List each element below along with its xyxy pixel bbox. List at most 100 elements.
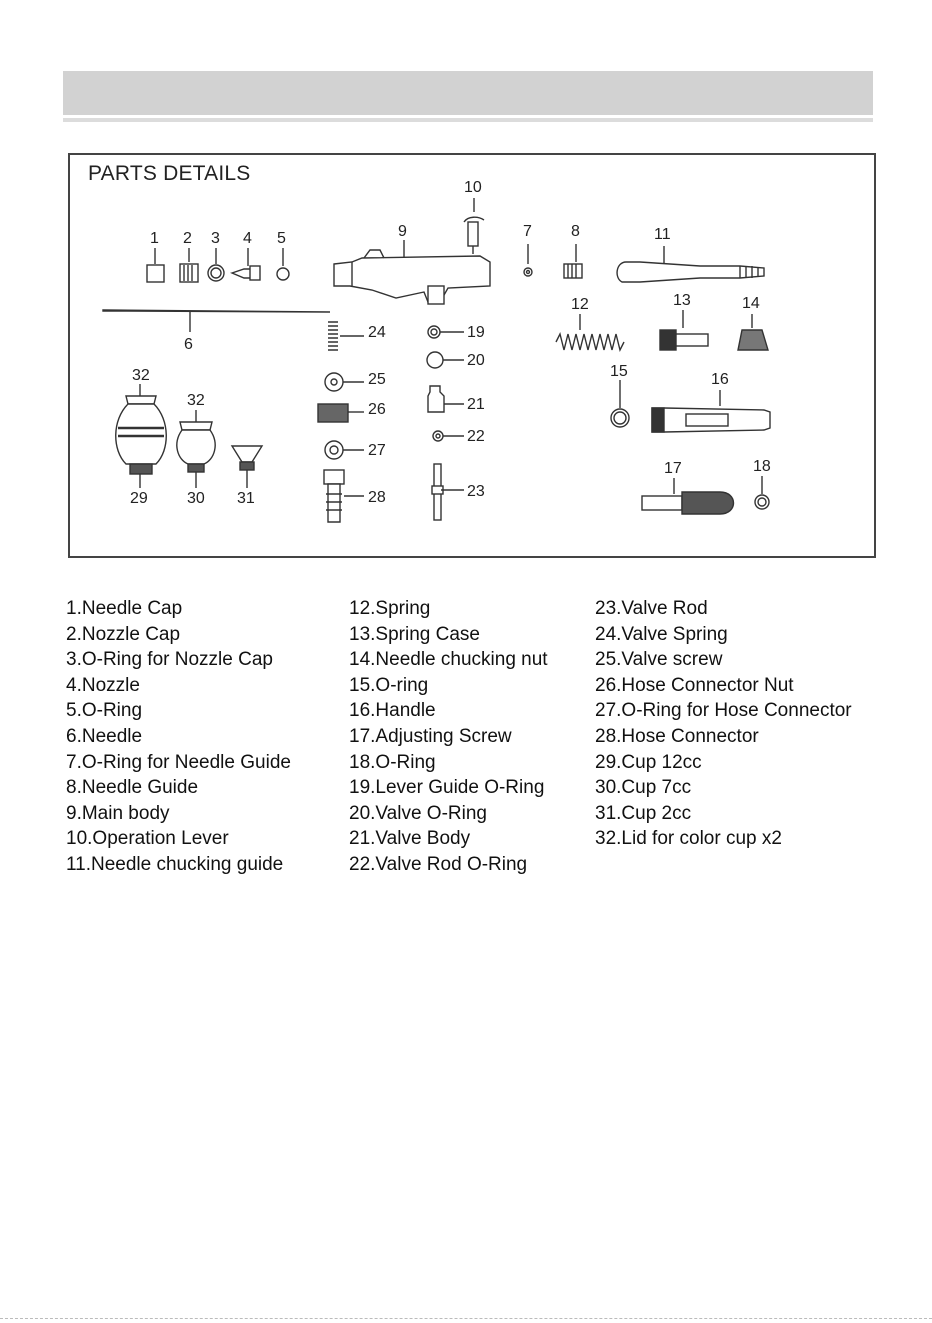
parts-list-item: 8.Needle Guide bbox=[66, 777, 199, 799]
callout-6: 6 bbox=[184, 336, 193, 353]
callout-19: 19 bbox=[467, 324, 485, 341]
valve-rod-part bbox=[431, 463, 464, 521]
callout-20: 20 bbox=[467, 352, 485, 369]
handle-part bbox=[651, 390, 771, 433]
parts-list-item: 29.Cup 12cc bbox=[595, 751, 702, 773]
valve-screw-part bbox=[324, 372, 364, 392]
diagram-title: PARTS DETAILS bbox=[88, 162, 251, 185]
parts-list-item: 7.O-Ring for Needle Guide bbox=[66, 751, 291, 773]
parts-list-item: 25.Valve screw bbox=[595, 649, 723, 671]
needle-guide-o-ring-part bbox=[523, 244, 533, 277]
parts-list-item: 26.Hose Connector Nut bbox=[595, 674, 794, 696]
parts-list-item: 16.Handle bbox=[349, 700, 436, 722]
callout-11: 11 bbox=[654, 226, 671, 243]
callout-26: 26 bbox=[368, 401, 386, 418]
callout-4: 4 bbox=[243, 230, 252, 247]
callout-13: 13 bbox=[673, 292, 691, 309]
cup-7cc-part bbox=[176, 410, 216, 488]
adjusting-screw-o-ring-part bbox=[754, 476, 770, 510]
spring-case-part bbox=[659, 310, 709, 351]
spring-part bbox=[555, 314, 625, 353]
needle-part bbox=[102, 309, 331, 332]
callout-9: 9 bbox=[398, 223, 407, 240]
parts-list-item: 21.Valve Body bbox=[349, 828, 471, 850]
parts-list-item: 9.Main body bbox=[66, 802, 170, 824]
hose-connector-part bbox=[323, 469, 364, 523]
callout-15: 15 bbox=[610, 363, 628, 380]
needle-chucking-guide-part bbox=[616, 246, 765, 283]
o-ring-part bbox=[276, 248, 290, 281]
parts-list-item: 17.Adjusting Screw bbox=[349, 725, 512, 747]
parts-list-column-2: 12.Spring 13.Spring Case 14.Needle chuck… bbox=[349, 596, 548, 878]
parts-list-item: 19.Lever Guide O-Ring bbox=[349, 777, 545, 799]
callout-14: 14 bbox=[742, 295, 760, 312]
page-bottom-edge bbox=[0, 1318, 932, 1319]
callout-labels: 1 2 3 4 5 6 7 8 9 10 11 12 13 14 15 16 1… bbox=[130, 179, 771, 507]
callout-22: 22 bbox=[467, 428, 485, 445]
header-rule bbox=[63, 118, 873, 122]
operation-lever-part bbox=[463, 198, 485, 254]
callout-17: 17 bbox=[664, 460, 682, 477]
parts-list-item: 31.Cup 2cc bbox=[595, 802, 692, 824]
callout-27: 27 bbox=[368, 442, 386, 459]
parts-list-item: 32.Lid for color cup x2 bbox=[595, 828, 782, 850]
cup-12cc-part bbox=[115, 384, 167, 488]
parts-list-item: 15.O-ring bbox=[349, 674, 429, 696]
handle-o-ring-part bbox=[610, 380, 630, 428]
adjusting-screw-part bbox=[641, 478, 735, 515]
header-bar bbox=[63, 71, 873, 115]
callout-2: 2 bbox=[183, 230, 192, 247]
callout-32-left: 32 bbox=[132, 367, 150, 384]
callout-28: 28 bbox=[368, 489, 386, 506]
parts-list-item: 13.Spring Case bbox=[349, 623, 480, 645]
main-body-part bbox=[333, 240, 491, 305]
parts-list-item: 24.Valve Spring bbox=[595, 623, 728, 645]
parts-list-item: 30.Cup 7cc bbox=[595, 777, 692, 799]
parts-list-column-3: 23.Valve Rod 24.Valve Spring 25.Valve sc… bbox=[595, 596, 852, 852]
needle-cap-part bbox=[146, 248, 165, 283]
callout-8: 8 bbox=[571, 223, 580, 240]
callout-10: 10 bbox=[464, 179, 482, 196]
nozzle-cap-o-ring-part bbox=[207, 248, 225, 282]
callout-5: 5 bbox=[277, 230, 286, 247]
nozzle-cap-part bbox=[179, 248, 199, 283]
parts-list-item: 1.Needle Cap bbox=[66, 598, 183, 619]
parts-list-column-1: 1.Needle Cap 2.Nozzle Cap 3.O-Ring for N… bbox=[66, 596, 291, 878]
valve-rod-o-ring-part bbox=[432, 430, 464, 442]
parts-list-item: 5.O-Ring bbox=[66, 700, 143, 722]
needle-chucking-nut-part bbox=[737, 314, 769, 351]
parts-list-item: 18.O-Ring bbox=[349, 751, 436, 773]
callout-31: 31 bbox=[237, 490, 255, 507]
callout-24: 24 bbox=[368, 324, 386, 341]
callout-1: 1 bbox=[150, 230, 159, 247]
callout-7: 7 bbox=[523, 223, 532, 240]
parts-list-item: 28.Hose Connector bbox=[595, 725, 759, 747]
callout-23: 23 bbox=[467, 483, 485, 500]
valve-o-ring-part bbox=[426, 351, 464, 369]
callout-25: 25 bbox=[368, 371, 386, 388]
callout-21: 21 bbox=[467, 396, 485, 413]
callout-29: 29 bbox=[130, 490, 148, 507]
parts-list-item: 11.Needle chucking guide bbox=[66, 853, 284, 875]
parts-list-item: 14.Needle chucking nut bbox=[349, 649, 548, 671]
valve-body-part bbox=[427, 385, 464, 413]
lever-guide-o-ring-part bbox=[427, 325, 464, 339]
parts-diagram-frame bbox=[68, 153, 876, 558]
parts-list-item: 27.O-Ring for Hose Connector bbox=[595, 700, 852, 722]
hose-connector-o-ring-part bbox=[324, 440, 364, 460]
parts-list-item: 4.Nozzle bbox=[66, 674, 140, 696]
callout-32-middle: 32 bbox=[187, 392, 205, 409]
callout-18: 18 bbox=[753, 458, 771, 475]
hose-connector-nut-part bbox=[317, 403, 364, 423]
needle-guide-part bbox=[563, 244, 583, 279]
parts-list-item: 10.Operation Lever bbox=[66, 828, 229, 850]
parts-list-item: 23.Valve Rod bbox=[595, 598, 708, 619]
callout-16: 16 bbox=[711, 371, 729, 388]
parts-list-item: 22.Valve Rod O-Ring bbox=[349, 853, 528, 875]
parts-list-item: 2.Nozzle Cap bbox=[66, 623, 181, 645]
callout-3: 3 bbox=[211, 230, 220, 247]
parts-list-item: 3.O-Ring for Nozzle Cap bbox=[66, 649, 273, 671]
cup-2cc-part bbox=[230, 445, 264, 488]
callout-30: 30 bbox=[187, 490, 205, 507]
